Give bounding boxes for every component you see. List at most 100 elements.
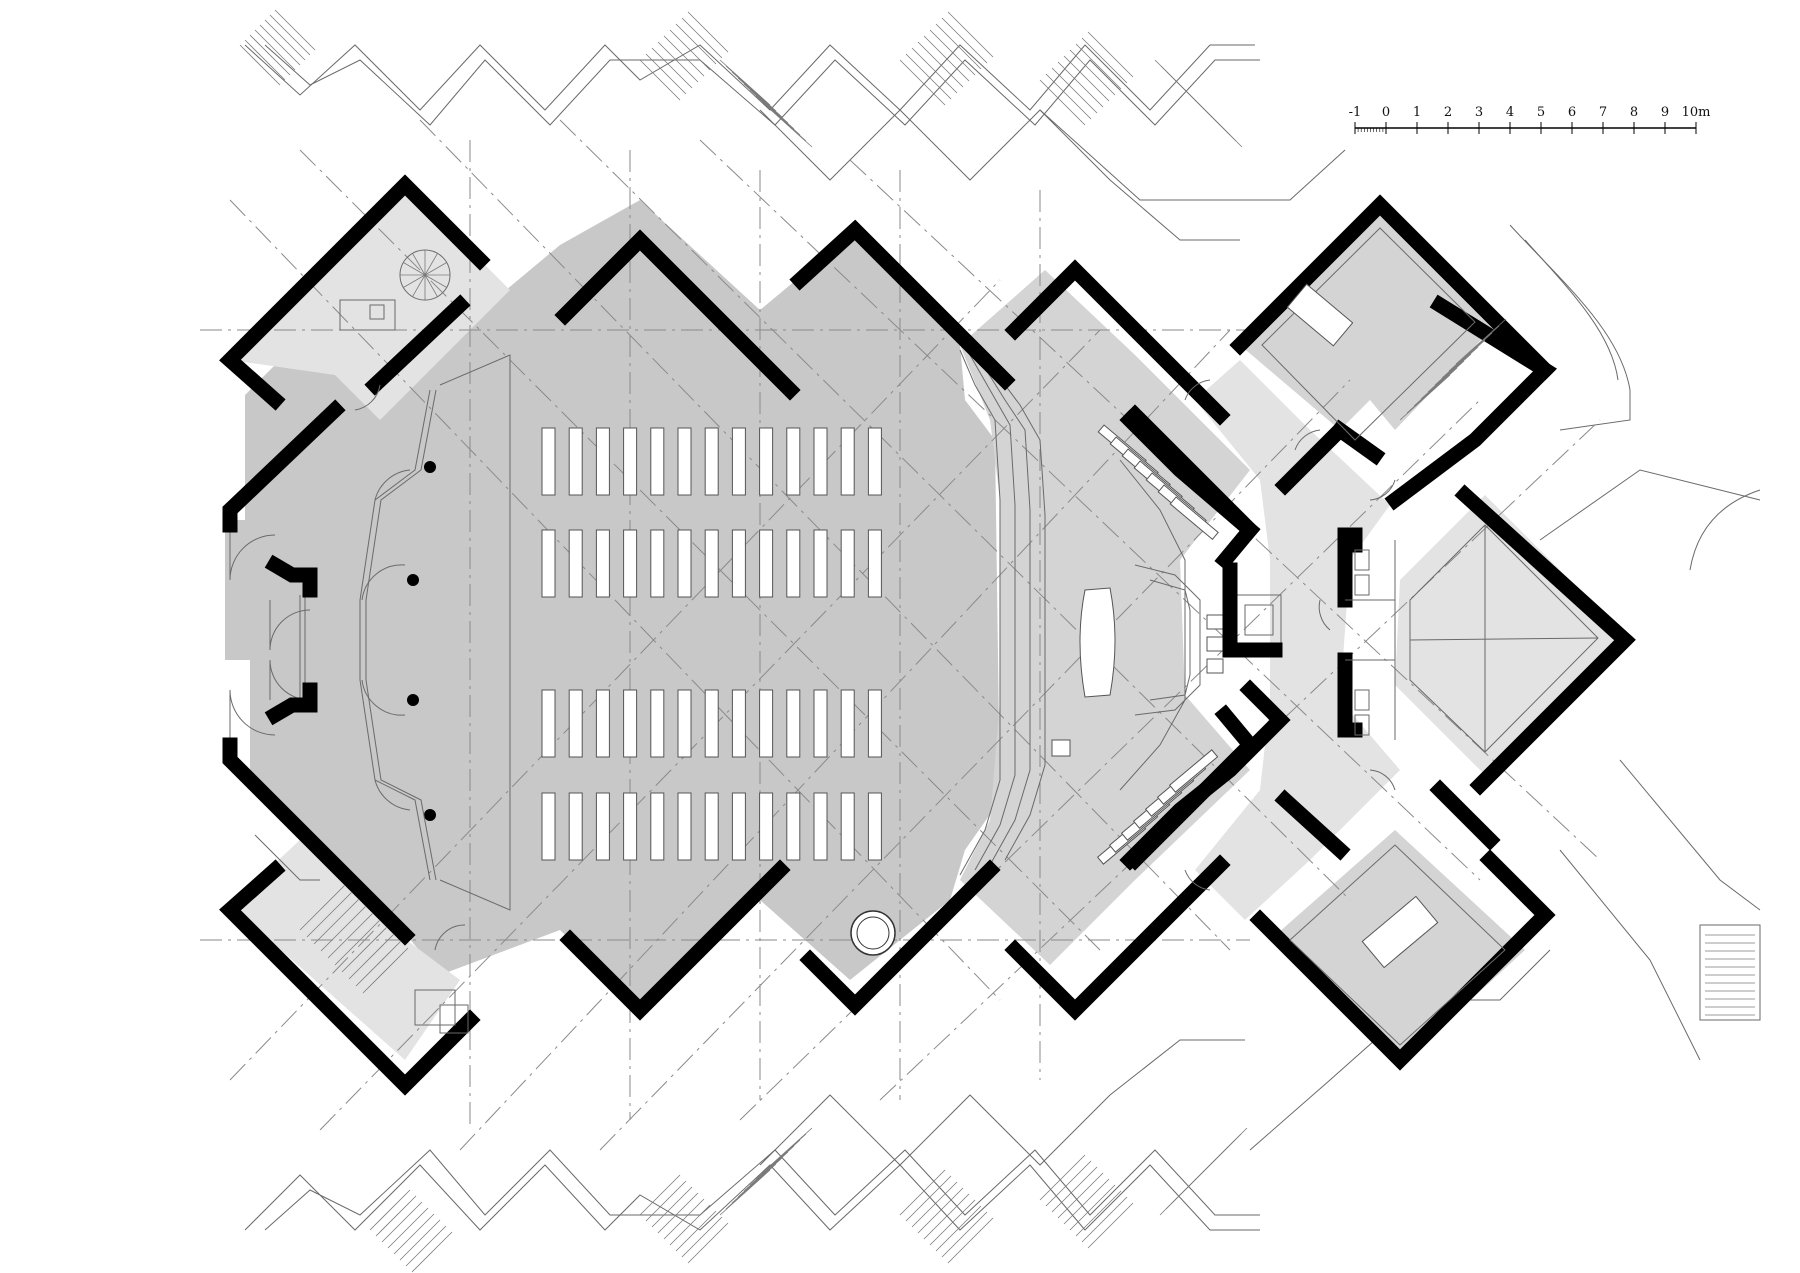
ambo bbox=[1051, 739, 1071, 757]
square-room-right-inner-outline bbox=[1409, 524, 1599, 753]
spiral-tread bbox=[424, 253, 438, 276]
context-lines-right bbox=[1539, 469, 1761, 541]
stair-tread bbox=[1434, 339, 1486, 386]
wall-restroom-bottom bbox=[1337, 652, 1363, 738]
stair-tread bbox=[1427, 346, 1479, 393]
stair-tread bbox=[639, 1174, 681, 1216]
stair-tread bbox=[905, 53, 952, 100]
grid-axis bbox=[229, 279, 1001, 1081]
stair-tread bbox=[731, 1157, 783, 1204]
stair-tread bbox=[761, 1127, 813, 1174]
stair-tread bbox=[1413, 360, 1465, 407]
stair-tread bbox=[249, 34, 291, 76]
stair-tread bbox=[651, 1186, 693, 1228]
pew bbox=[568, 529, 583, 598]
stair-tread bbox=[1057, 61, 1104, 108]
vestry-chair bbox=[369, 304, 385, 320]
stair-tread bbox=[369, 1189, 411, 1231]
pew bbox=[568, 792, 583, 861]
pew bbox=[759, 427, 774, 496]
stair-tread bbox=[375, 1195, 417, 1237]
context-stairs-bottom bbox=[369, 1127, 1248, 1273]
stair-tread bbox=[719, 1169, 771, 1216]
spiral-stair-treads bbox=[400, 250, 450, 300]
stair-tread bbox=[947, 11, 994, 58]
pew bbox=[867, 689, 882, 758]
grid-axis bbox=[419, 119, 1231, 951]
wall-corridor-left-lower bbox=[1119, 679, 1291, 871]
pew bbox=[731, 427, 746, 496]
wall-meeting-room-bottom bbox=[1249, 849, 1556, 1071]
meeting-table-top bbox=[1286, 283, 1354, 347]
restroom-wc-2 bbox=[1354, 574, 1370, 596]
stair-tread bbox=[725, 1163, 777, 1210]
vestry-top-floor bbox=[230, 185, 510, 420]
scale-label: 5 bbox=[1537, 105, 1545, 120]
stair-tread bbox=[905, 1175, 952, 1222]
stair-tread bbox=[313, 898, 360, 945]
wall-chancel-mid bbox=[1222, 562, 1283, 658]
context-stairs-top bbox=[239, 9, 1243, 148]
wall-entry-jamb-top bbox=[264, 554, 318, 598]
door-swing-stair-bl bbox=[434, 924, 466, 951]
stair-tread bbox=[1051, 1166, 1098, 1213]
stair-tread bbox=[381, 1201, 423, 1243]
stair-tread bbox=[274, 9, 316, 51]
elevator-car bbox=[1244, 604, 1274, 636]
stair-tread bbox=[269, 14, 311, 56]
stair-tread bbox=[1087, 1202, 1134, 1249]
stair-tread bbox=[719, 59, 771, 106]
grid-axis bbox=[699, 139, 1481, 881]
stair-tread bbox=[299, 884, 346, 931]
pew bbox=[813, 689, 828, 758]
stair-tread bbox=[341, 926, 388, 973]
stair-tread bbox=[687, 1222, 729, 1264]
stair-tread bbox=[929, 29, 976, 76]
wall-stair-room-right bbox=[1384, 294, 1557, 511]
stair-tread bbox=[675, 1210, 717, 1252]
step-line-1 bbox=[959, 349, 1001, 876]
stair-tread bbox=[239, 44, 281, 86]
narthex-door-swing-3 bbox=[361, 679, 406, 716]
stair-tread bbox=[411, 1231, 453, 1273]
pew bbox=[704, 529, 719, 598]
choir-bench bbox=[1168, 749, 1219, 793]
context-curve-right bbox=[1509, 224, 1631, 431]
context-outline-top bbox=[244, 44, 1255, 111]
altar-platform-mid bbox=[1134, 564, 1201, 716]
door-swing-corridor-3 bbox=[1369, 479, 1396, 501]
presider-chair-1 bbox=[1206, 614, 1224, 630]
stair-tread bbox=[327, 912, 374, 959]
pew bbox=[786, 792, 801, 861]
stair-tread bbox=[899, 1169, 946, 1216]
pew bbox=[867, 529, 882, 598]
scale-label: 1 bbox=[1413, 105, 1421, 120]
pew bbox=[650, 427, 665, 496]
stair-tread bbox=[929, 1199, 976, 1246]
stair-tread bbox=[687, 11, 729, 53]
pew bbox=[786, 427, 801, 496]
scale-label: 8 bbox=[1630, 105, 1638, 120]
stair-tread bbox=[1051, 67, 1098, 114]
stair-tread bbox=[1201, 1127, 1248, 1174]
choir-benches-bottom bbox=[1096, 749, 1219, 865]
pew bbox=[623, 689, 638, 758]
door-swing-corridor-6 bbox=[1184, 869, 1211, 891]
wall-meeting-room-bottom-inner bbox=[1274, 789, 1351, 861]
restroom-wc-3 bbox=[1354, 689, 1370, 711]
presider-chair-2 bbox=[1206, 636, 1224, 652]
interior-details bbox=[254, 227, 1599, 1046]
pew bbox=[731, 689, 746, 758]
walls bbox=[219, 174, 1636, 1096]
stair-top-right-treads bbox=[1399, 318, 1507, 421]
context-outline-top-2 bbox=[759, 109, 1240, 241]
spiral-tread bbox=[424, 274, 447, 288]
restroom-wc-4 bbox=[1354, 714, 1370, 736]
stair-tread bbox=[1420, 353, 1472, 400]
pew bbox=[867, 427, 882, 496]
wall-chancel-bottom bbox=[1004, 854, 1231, 1021]
stair-tread bbox=[731, 71, 783, 118]
vestry-desk bbox=[339, 299, 396, 331]
